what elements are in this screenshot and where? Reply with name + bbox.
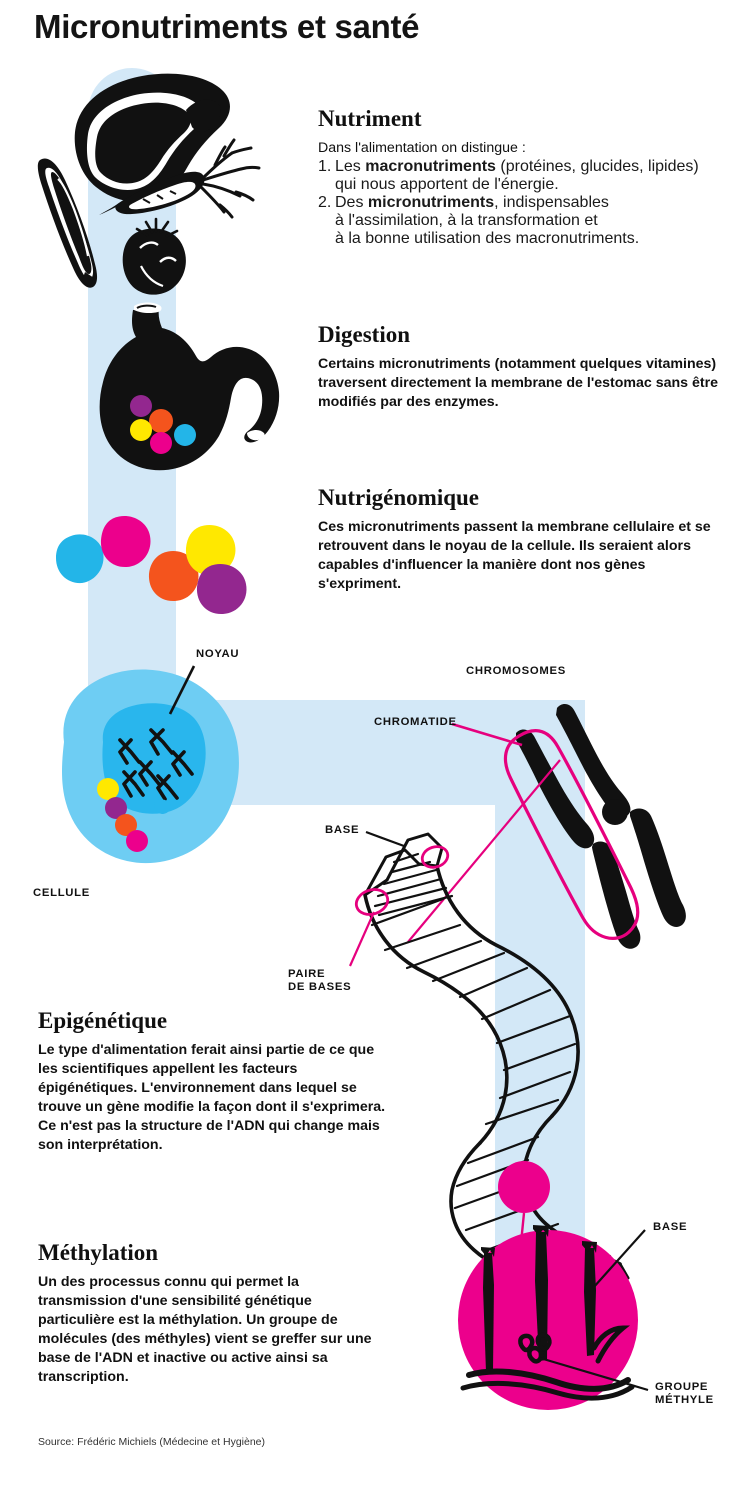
section-heading: Nutriment (318, 106, 422, 131)
paire-de-bases-leader-line (348, 911, 376, 967)
section-nutriment: Nutriment Dans l'alimentation on disting… (318, 106, 746, 248)
section-heading: Nutrigénomique (318, 485, 479, 510)
section-nutrigenomique: Nutrigénomique Ces micronutriments passe… (318, 485, 718, 594)
base-methylation-leader-line (592, 1229, 646, 1289)
item-pre: Des (335, 194, 368, 212)
item-post: (protéines, glucides, lipides) (495, 158, 699, 176)
item-pre: Les (335, 158, 366, 176)
section-heading: Epigénétique (38, 1008, 168, 1033)
groupe-methyle-leader-line (539, 1356, 649, 1392)
methylation-big-circle (458, 1230, 638, 1410)
flow-band-top (88, 68, 176, 708)
callout-base-dna: BASE (325, 824, 360, 836)
section-heading: Digestion (318, 322, 410, 347)
section-body: Certains micronutriments (notamment quel… (318, 356, 719, 411)
page-title: Micronutriments et santé (34, 8, 420, 45)
item-cont: à l'assimilation, à la transformation et… (335, 212, 640, 248)
section-digestion: Digestion Certains micronutriments (nota… (318, 322, 718, 412)
flow-band-right (495, 700, 585, 1253)
section-body: Un des processus connu qui permet la tra… (38, 1274, 372, 1386)
base-highlight-circle (420, 845, 450, 869)
callout-groupe-methyle: GROUPE MÉTHYLE (655, 1381, 714, 1407)
section-methylation: Méthylation Un des processus connu qui p… (38, 1240, 388, 1387)
item-strong: macronutriments (365, 158, 496, 176)
nutriment-intro: Dans l'alimentation on distingue : (318, 140, 526, 156)
section-body: Le type d'alimentation ferait ainsi part… (38, 1042, 386, 1154)
list-number: 2. (318, 194, 332, 212)
callout-base-methylation: BASE (653, 1221, 688, 1233)
source-note: Source: Frédéric Michiels (Médecine et H… (38, 1436, 266, 1448)
callout-chromosomes: CHROMOSOMES (466, 665, 566, 677)
methyl-group-shape (518, 1332, 552, 1364)
item-strong: micronutriments (367, 194, 495, 212)
item-cont: qui nous apportent de l'énergie. (335, 176, 559, 194)
list-text: Les macronutriments (protéines, glucides… (335, 158, 746, 194)
item-post: , indispensables (494, 194, 609, 212)
section-body: Ces micronutriments passent la membrane … (318, 519, 711, 593)
callout-noyau: NOYAU (196, 648, 240, 660)
section-heading: Méthylation (38, 1240, 159, 1265)
callout-paire-de-bases: PAIRE DE BASES (288, 968, 352, 994)
base-dna-leader-line (365, 830, 405, 848)
base-pair-highlight-circle (354, 888, 390, 916)
section-epigenetique: Epigénétique Le type d'alimentation fera… (38, 1008, 388, 1155)
callout-cellule: CELLULE (33, 887, 90, 899)
callout-chromatide: CHROMATIDE (374, 716, 457, 728)
list-item: 1. Les macronutriments (protéines, gluci… (318, 158, 746, 194)
list-number: 1. (318, 158, 332, 176)
dna-helix-illustration (354, 832, 630, 1306)
nutriment-list: 1. Les macronutriments (protéines, gluci… (318, 158, 746, 248)
